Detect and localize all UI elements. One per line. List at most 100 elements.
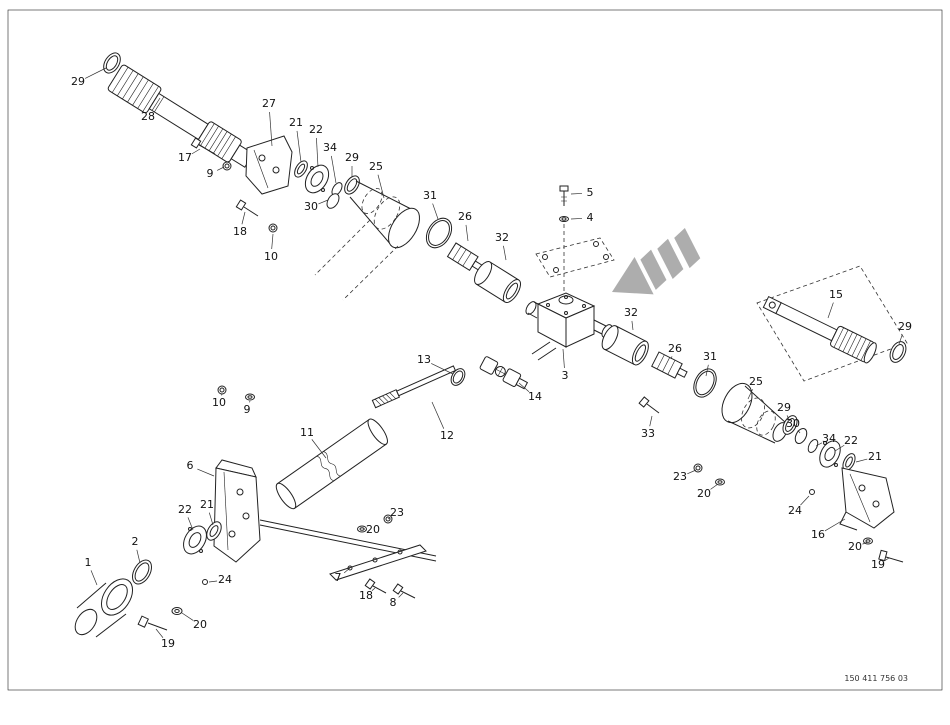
- part-label-29: 29: [345, 151, 359, 164]
- leader-line-31: [705, 364, 709, 377]
- part-label-13: 13: [417, 353, 431, 366]
- leader-line-5: [570, 193, 583, 195]
- leader-line-25: [747, 389, 753, 400]
- part-label-21: 21: [200, 498, 214, 511]
- lower-boot-graphic: [721, 382, 788, 444]
- right-pto-shaft-graphic: [756, 265, 908, 382]
- part-label-34: 34: [822, 432, 836, 445]
- bottom-left-fasteners-graphic: [137, 579, 208, 631]
- lower-left-bracket-graphic: [213, 459, 261, 563]
- direction-arrow: [612, 227, 701, 295]
- part-label-4: 4: [587, 211, 594, 224]
- leader-line-19: [155, 628, 164, 638]
- part-label-26: 26: [458, 210, 472, 223]
- part-label-23: 23: [673, 470, 687, 483]
- leader-line-26: [465, 224, 469, 242]
- circlip-31-right-graphic: [693, 368, 717, 398]
- part-label-18: 18: [233, 225, 247, 238]
- part-label-30: 30: [304, 200, 318, 213]
- leader-line-32: [503, 245, 507, 261]
- leader-line-20: [862, 541, 869, 545]
- nut-10-graphic: [268, 223, 278, 233]
- part-label-1: 1: [85, 556, 92, 569]
- guard-cone-graphic: [74, 559, 153, 638]
- sleeve-32-left-graphic: [474, 261, 522, 304]
- guard-rail-graphic: [259, 514, 437, 599]
- leader-line-34: [815, 442, 823, 447]
- part-label-28: 28: [141, 110, 155, 123]
- part-label-14: 14: [528, 390, 542, 403]
- leader-line-17: [191, 148, 201, 155]
- part-label-15: 15: [829, 288, 843, 301]
- leader-line-22: [316, 137, 319, 168]
- leader-line-24: [800, 495, 810, 506]
- part-label-8: 8: [390, 596, 397, 609]
- part-label-25: 25: [369, 160, 383, 173]
- part-label-18: 18: [359, 589, 373, 602]
- sleeve-32-right-graphic: [601, 325, 649, 366]
- leader-line-20: [710, 483, 719, 490]
- part-label-20: 20: [366, 523, 380, 536]
- leader-line-3: [562, 348, 565, 369]
- upper-pto-shaft-graphic: [103, 52, 254, 168]
- part-label-20: 20: [193, 618, 207, 631]
- lower-bracket-graphic: [693, 463, 904, 563]
- part-label-29: 29: [777, 401, 791, 414]
- guard-tube-graphic: [275, 418, 388, 510]
- leader-line-21: [855, 458, 868, 463]
- leader-line-30: [318, 199, 329, 205]
- upper-bracket-graphic: [190, 135, 293, 233]
- circlip-31-left-graphic: [425, 217, 453, 249]
- leader-line-34: [331, 155, 337, 184]
- part-label-3: 3: [562, 369, 569, 382]
- part-label-12: 12: [440, 429, 454, 442]
- page-frame: [7, 9, 943, 691]
- mid-fasteners-graphic: [217, 385, 255, 401]
- leader-line-23: [387, 517, 391, 520]
- part-label-22: 22: [309, 123, 323, 136]
- screw-17-graphic: [190, 137, 216, 155]
- part-label-9: 9: [244, 403, 251, 416]
- leader-line-8: [398, 592, 404, 598]
- upper-bearing-flange-graphic: [294, 160, 360, 209]
- gearbox-bolt-graphic: [559, 185, 569, 296]
- leader-line-2: [136, 549, 141, 564]
- leader-line-6: [197, 468, 215, 477]
- part-label-20: 20: [848, 540, 862, 553]
- universal-joint-graphic: [479, 356, 529, 390]
- leader-line-20: [181, 612, 194, 621]
- screw-18-graphic: [235, 199, 259, 217]
- part-label-6: 6: [187, 459, 194, 472]
- leader-line-23: [687, 469, 697, 475]
- leader-line-29: [84, 67, 107, 79]
- part-label-29: 29: [898, 320, 912, 333]
- leader-line-11: [311, 439, 327, 459]
- part-label-22: 22: [178, 503, 192, 516]
- leader-line-18: [241, 211, 246, 225]
- lower-left-bearing-graphic: [183, 521, 222, 555]
- leader-line-29: [898, 334, 903, 345]
- leader-line-33: [649, 415, 653, 427]
- leader-line-16: [824, 518, 846, 532]
- part-label-19: 19: [871, 558, 885, 571]
- leader-line-12: [431, 401, 445, 429]
- leader-line-1: [90, 570, 98, 586]
- part-label-34: 34: [323, 141, 337, 154]
- part-label-24: 24: [218, 573, 232, 586]
- labels-layer: 2928272122342925179301810312632543131432…: [71, 67, 912, 650]
- leader-line-32: [631, 320, 634, 331]
- part-label-9: 9: [207, 167, 214, 180]
- part-label-26: 26: [668, 342, 682, 355]
- leader-line-29: [786, 415, 790, 421]
- mounting-plate-graphic: [535, 237, 615, 278]
- lower-bearing-flange-graphic: [782, 415, 856, 495]
- leader-line-13: [431, 363, 454, 375]
- leader-line-26: [670, 356, 673, 360]
- leader-line-15: [827, 302, 834, 319]
- part-label-10: 10: [264, 250, 278, 263]
- leader-line-18: [371, 587, 376, 591]
- leader-line-19: [884, 557, 890, 562]
- nut-9-graphic: [222, 161, 232, 171]
